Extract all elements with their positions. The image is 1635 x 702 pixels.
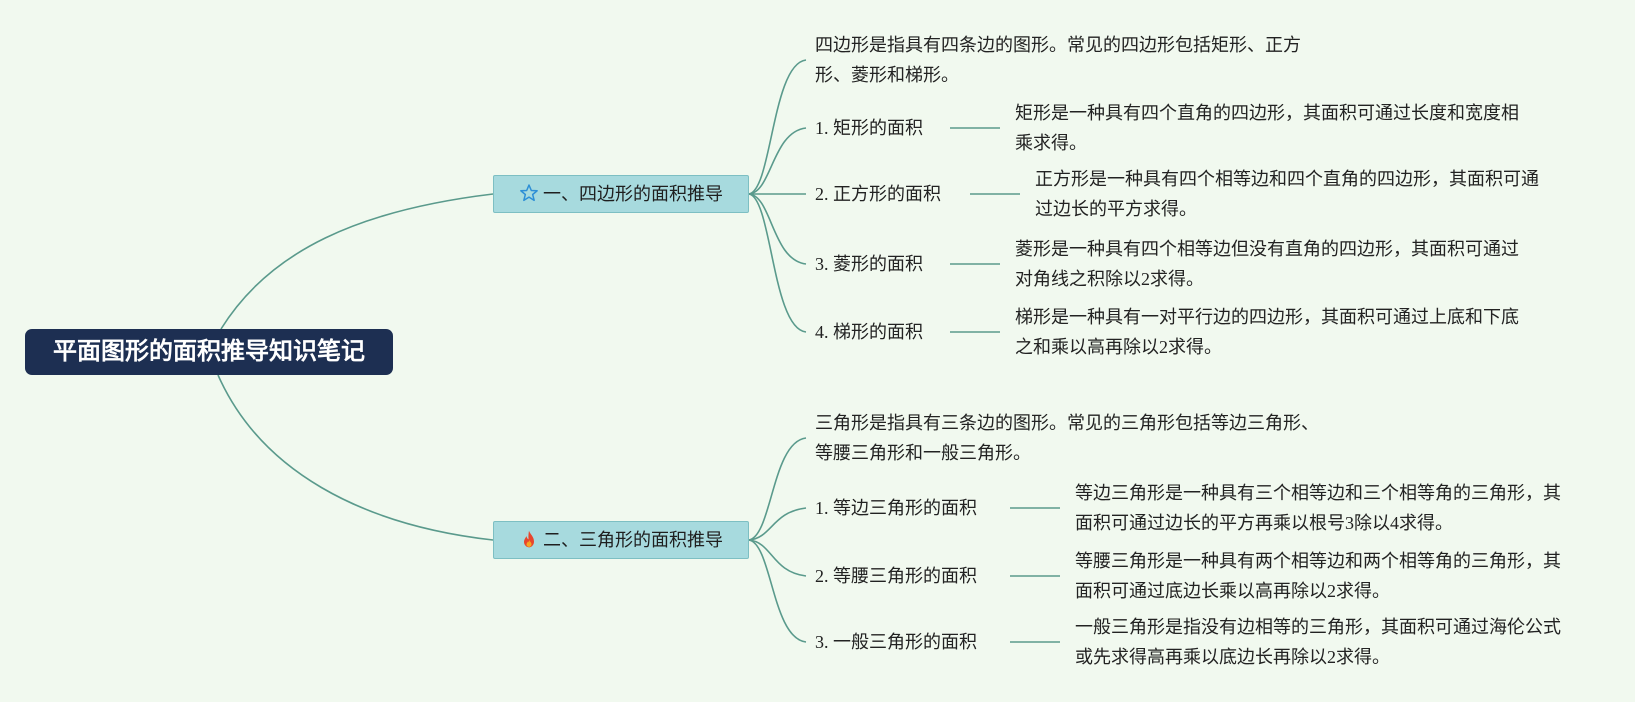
branch-node-triangle[interactable]: 二、三角形的面积推导 <box>493 521 749 559</box>
topic-title-rectangle[interactable]: 1. 矩形的面积 <box>815 118 923 138</box>
topic-desc-square: 正方形是一种具有四个相等边和四个直角的四边形，其面积可通过边长的平方求得。 <box>1035 169 1539 219</box>
connector-branch2-item2 <box>748 539 807 577</box>
connector-branch2-intro <box>748 437 807 541</box>
fire-icon <box>524 530 534 548</box>
connector-branch2-item3 <box>748 539 807 643</box>
root-node[interactable]: 平面图形的面积推导知识笔记 <box>25 329 393 375</box>
star-icon <box>520 184 538 202</box>
connector-root-branch-1 <box>220 193 494 330</box>
connector-branch2-item1 <box>748 507 807 541</box>
branch-intro-quadrilateral: 四边形是指具有四条边的图形。常见的四边形包括矩形、正方形、菱形和梯形。 <box>815 35 1301 85</box>
topic-desc-isosceles-triangle: 等腰三角形是一种具有两个相等边和两个相等角的三角形，其面积可通过底边长乘以高再除… <box>1075 551 1561 601</box>
topic-title-square[interactable]: 2. 正方形的面积 <box>815 184 941 204</box>
connector-branch1-intro <box>748 59 807 195</box>
connector-branch1-item3 <box>748 193 807 265</box>
topic-desc-equilateral-triangle: 等边三角形是一种具有三个相等边和三个相等角的三角形，其面积可通过边长的平方再乘以… <box>1075 483 1561 533</box>
branch-intro-triangle: 三角形是指具有三条边的图形。常见的三角形包括等边三角形、等腰三角形和一般三角形。 <box>815 413 1319 463</box>
connector-root-branch-2 <box>217 374 494 541</box>
branch-node-quadrilateral[interactable]: 一、四边形的面积推导 <box>493 175 749 213</box>
topic-title-isosceles-triangle[interactable]: 2. 等腰三角形的面积 <box>815 566 977 586</box>
connector-branch1-item4 <box>748 193 807 333</box>
topic-title-equilateral-triangle[interactable]: 1. 等边三角形的面积 <box>815 498 977 518</box>
topic-desc-rhombus: 菱形是一种具有四个相等边但没有直角的四边形，其面积可通过对角线之积除以2求得。 <box>1015 239 1519 289</box>
connector-branch1-item1 <box>748 127 807 195</box>
branch-label: 二、三角形的面积推导 <box>543 530 723 550</box>
topic-title-trapezoid[interactable]: 4. 梯形的面积 <box>815 322 923 342</box>
topic-desc-trapezoid: 梯形是一种具有一对平行边的四边形，其面积可通过上底和下底之和乘以高再除以2求得。 <box>1015 307 1519 357</box>
branch-label: 一、四边形的面积推导 <box>543 184 723 204</box>
topic-desc-general-triangle: 一般三角形是指没有边相等的三角形，其面积可通过海伦公式或先求得高再乘以底边长再除… <box>1075 617 1561 667</box>
topic-title-general-triangle[interactable]: 3. 一般三角形的面积 <box>815 632 977 652</box>
topic-desc-rectangle: 矩形是一种具有四个直角的四边形，其面积可通过长度和宽度相乘求得。 <box>1015 103 1519 153</box>
topic-title-rhombus[interactable]: 3. 菱形的面积 <box>815 254 923 274</box>
